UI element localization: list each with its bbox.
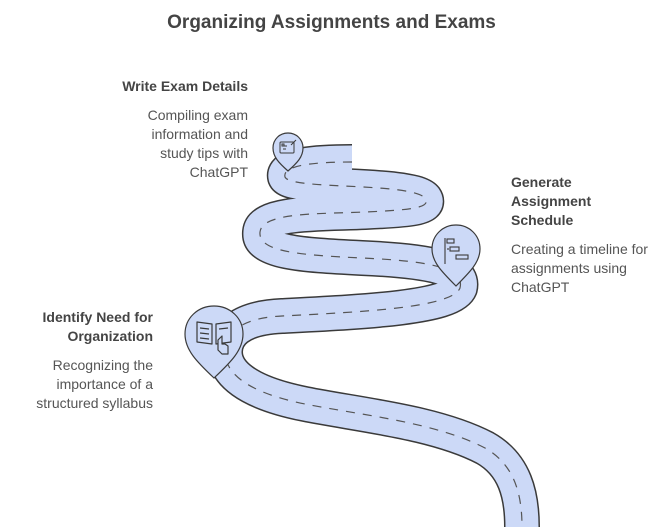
pin-generate-assignment-schedule: [431, 224, 481, 287]
open-book-pointer-icon: [196, 321, 232, 355]
step-desc-write-exam-details: Compiling exam information and study tip…: [147, 107, 248, 180]
step-title-write-exam-details: Write Exam Details: [122, 78, 248, 94]
exam-document-icon: [279, 139, 297, 154]
step-desc-identify-need: Recognizing the importance of a structur…: [36, 357, 153, 411]
step-title-identify-need: Identify Need for Organization: [42, 309, 153, 344]
step-desc-generate-assignment-schedule: Creating a timeline for assignments usin…: [511, 241, 648, 295]
diagram-title: Organizing Assignments and Exams: [167, 12, 496, 33]
gantt-schedule-icon: [444, 238, 469, 264]
winding-road: [207, 144, 540, 527]
pin-write-exam-details: [272, 132, 304, 172]
step-title-generate-assignment-schedule: Generate Assignment Schedule: [511, 174, 592, 228]
pin-identify-need: [184, 305, 244, 379]
